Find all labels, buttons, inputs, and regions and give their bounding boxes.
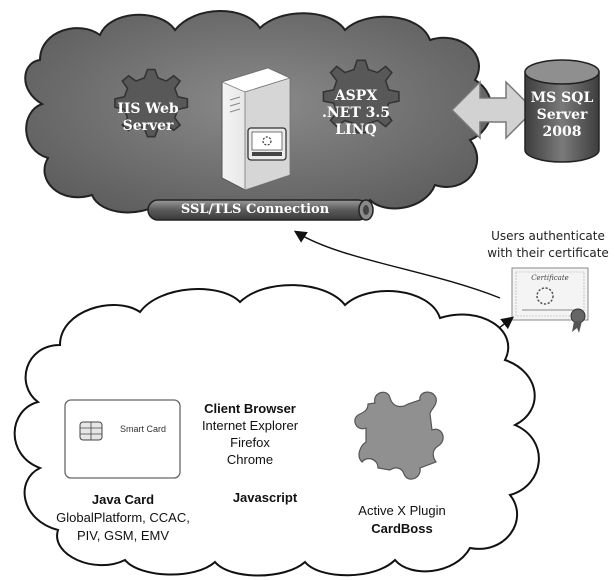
auth-arrow <box>293 230 501 299</box>
smart-card-icon <box>64 399 181 479</box>
puzzle-plugin-icon <box>354 391 444 480</box>
java-card-title: Java Card <box>91 492 155 507</box>
plugin-label: Active X Plugin <box>358 503 446 518</box>
java-card-spec: GlobalPlatform, CCAC, <box>56 510 190 525</box>
client-browser-title: Client Browser <box>204 401 296 416</box>
plugin-block: Active X Plugin CardBoss <box>342 502 462 538</box>
iis-server-label: IIS Web Server <box>117 101 179 134</box>
javascript-label: Javascript <box>232 490 298 505</box>
server-tower-icon <box>220 67 292 191</box>
ssl-pipe <box>147 199 374 221</box>
iis-gear-icon <box>114 68 189 138</box>
java-card-block: Java Card GlobalPlatform, CCAC, PIV, GSM… <box>38 491 208 545</box>
java-card-spec: PIV, GSM, EMV <box>77 528 169 543</box>
client-browser-block: Client Browser Internet Explorer Firefox… <box>190 400 310 468</box>
certificate-caption: Users authenticate with their certificat… <box>487 229 609 260</box>
database-cylinder-icon <box>524 59 600 163</box>
aspx-label: ASPX .NET 3.5 LINQ <box>322 88 390 138</box>
database-label: MS SQL Server 2008 <box>530 90 594 140</box>
client-cloud <box>13 284 540 577</box>
certificate-title: Certificate <box>531 274 569 282</box>
certificate-icon <box>511 267 589 333</box>
browser-item: Chrome <box>226 452 274 467</box>
plugin-name: CardBoss <box>371 521 433 536</box>
browser-item: Internet Explorer <box>201 418 299 433</box>
ssl-connection-label: SSL/TLS Connection <box>180 202 330 217</box>
browser-item: Firefox <box>230 435 270 450</box>
smart-card-label: Smart Card <box>119 424 166 434</box>
aspx-gear-icon <box>322 59 400 134</box>
